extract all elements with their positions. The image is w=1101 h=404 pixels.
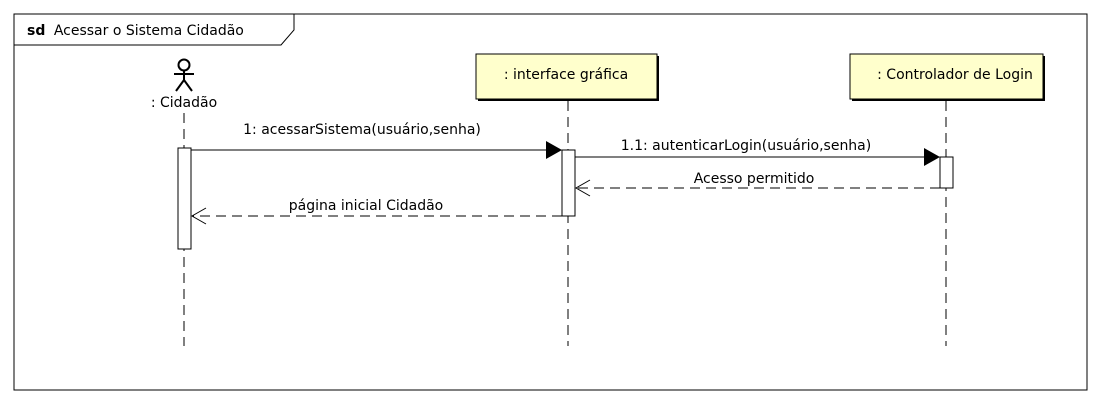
message-1-label: 1: acessarSistema(usuário,senha) [243,122,481,138]
message-1-1-arrowhead [924,148,940,166]
return-1-1-arrowhead [574,179,591,197]
return-1-label: página inicial Cidadão [289,198,443,214]
frame-label-tab [13,13,295,46]
frame-title: sd Acessar o Sistema Cidadão [27,23,244,39]
actor-activation-bar [177,147,192,250]
message-1-arrowhead [546,141,562,159]
controller-participant-box [849,53,1044,100]
interface-participant-label: : interface gráfica [504,67,628,83]
actor-icon [174,58,194,92]
frame-keyword: sd [27,23,45,39]
return-1-arrowhead [190,207,207,225]
message-1-1-label: 1.1: autenticarLogin(usuário,senha) [621,138,871,154]
interface-participant-box [475,53,658,100]
interface-activation-bar [561,149,576,217]
return-1-1-label: Acesso permitido [694,171,815,187]
frame-name: Acessar o Sistema Cidadão [54,23,244,39]
controller-activation-bar [939,156,954,189]
controller-participant-label: : Controlador de Login [877,67,1033,83]
actor-label: : Cidadão [151,95,217,111]
